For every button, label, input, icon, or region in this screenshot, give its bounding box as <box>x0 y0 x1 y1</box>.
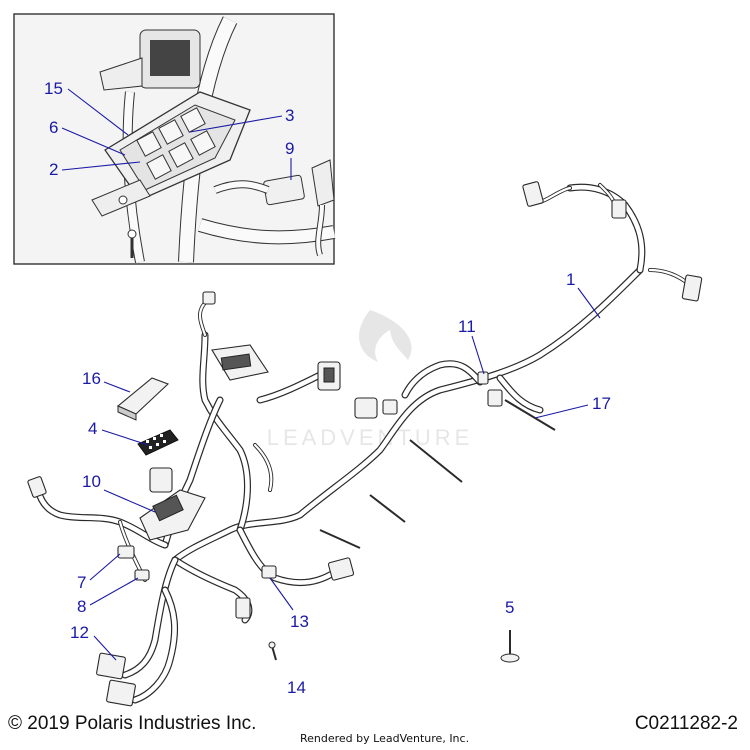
callout-10: 10 <box>82 472 101 491</box>
callout-15: 15 <box>44 79 63 98</box>
callout-9: 9 <box>285 139 294 158</box>
connector-top-left <box>202 291 216 305</box>
part-4 <box>137 429 179 456</box>
callout-11: 11 <box>458 317 476 336</box>
callout-1: 1 <box>566 270 575 289</box>
callout-12: 12 <box>70 623 89 642</box>
connector-right <box>681 274 703 302</box>
connector-lower-mid <box>327 557 355 581</box>
callout-7: 7 <box>77 573 86 592</box>
callout-14: 14 <box>287 678 306 697</box>
connector-lower-left <box>235 597 251 619</box>
copyright-text: © 2019 Polaris Industries Inc. <box>8 713 257 734</box>
fuse-box-detail <box>91 91 251 217</box>
callout-4: 4 <box>88 419 97 438</box>
clip-8 <box>134 569 150 581</box>
watermark: LEADVENTURE <box>267 310 474 450</box>
rendered-by-text: Rendered by LeadVenture, Inc. <box>300 732 470 745</box>
part-16 <box>116 377 170 421</box>
module-upper <box>211 344 269 381</box>
callout-2: 2 <box>49 160 58 179</box>
connector-top-right-a <box>522 181 544 207</box>
clip-7 <box>117 545 135 559</box>
connector-12 <box>96 652 136 707</box>
callout-13: 13 <box>290 612 309 631</box>
part-14 <box>268 641 277 661</box>
connector-center <box>354 397 398 419</box>
relay-detail <box>213 174 305 206</box>
connector-sensor <box>317 361 341 391</box>
fuse-box <box>139 467 206 541</box>
clip-11 <box>477 371 489 385</box>
watermark-text: LEADVENTURE <box>267 425 474 450</box>
clip-13 <box>261 565 277 579</box>
ecu-connector-detail <box>99 29 201 91</box>
drawing-id: C0211282-2 <box>634 713 738 734</box>
inset-detail: 15 6 2 3 9 <box>13 13 336 265</box>
callout-3: 3 <box>285 106 294 125</box>
connector-left-end <box>27 476 47 498</box>
callout-6: 6 <box>49 118 58 137</box>
callout-8: 8 <box>77 597 86 616</box>
callout-5: 5 <box>505 598 514 617</box>
part-5 <box>500 630 520 663</box>
callout-17: 17 <box>592 394 611 413</box>
connector-mid-right <box>487 389 503 407</box>
callout-16: 16 <box>82 369 101 388</box>
main-wiring-harness <box>27 181 703 707</box>
connector-top-right-b <box>611 199 627 219</box>
